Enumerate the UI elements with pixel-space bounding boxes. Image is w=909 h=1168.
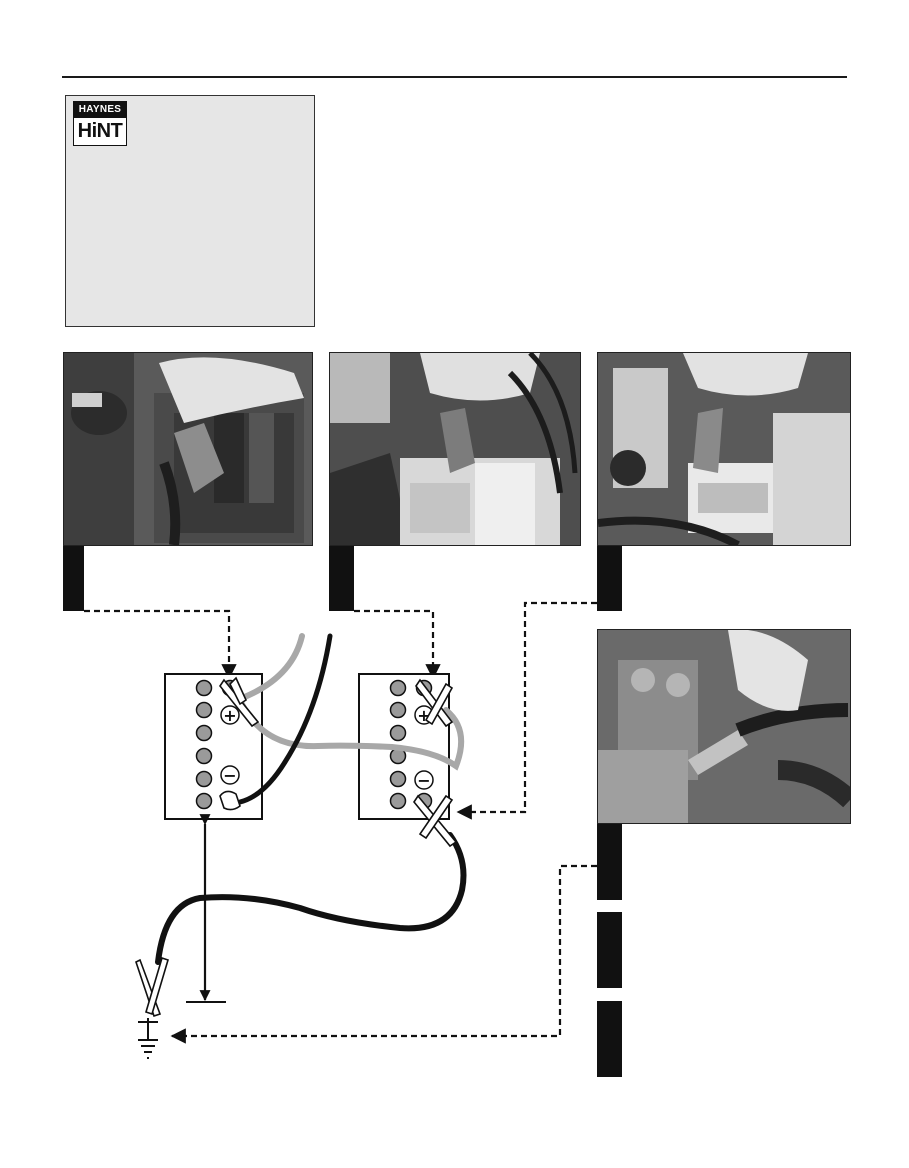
- haynes-hint-logo: HAYNES HiNT: [73, 101, 127, 146]
- photo-3: [597, 352, 851, 546]
- black-lead-top: [237, 633, 333, 805]
- leader-step-4: [170, 864, 597, 1044]
- photo-2: [329, 352, 581, 546]
- leader-step-2: [354, 609, 441, 680]
- leader-step-3: [456, 601, 597, 820]
- top-rule: [62, 76, 847, 78]
- logo-hint-text: HiNT: [77, 120, 123, 142]
- step-bar-2: [329, 546, 354, 611]
- clamp-right-positive: [415, 678, 454, 728]
- battery-left-plus: +: [223, 706, 236, 725]
- logo-haynes-text: HAYNES: [74, 102, 126, 118]
- earth-ground-icon: [138, 1018, 158, 1059]
- positive-jump-lead: [237, 633, 465, 771]
- negative-jump-lead: [155, 832, 467, 965]
- photo-1: [63, 352, 313, 546]
- step-bar-6: [597, 1001, 622, 1077]
- distance-arrow: [186, 814, 226, 1003]
- clamp-right-negative: [413, 794, 458, 848]
- photo-4: [597, 629, 851, 824]
- step-bar-5: [597, 912, 622, 988]
- clamp-left-negative: [219, 790, 241, 811]
- clamp-left-positive: [219, 676, 260, 728]
- step-bar-1: [63, 546, 84, 611]
- battery-right-minus: −: [417, 771, 430, 790]
- step-bar-3: [597, 546, 622, 611]
- leader-step-1: [84, 609, 237, 680]
- clamp-earth: [135, 956, 169, 1018]
- battery-left-minus: −: [223, 766, 236, 785]
- step-bar-4: [597, 824, 622, 900]
